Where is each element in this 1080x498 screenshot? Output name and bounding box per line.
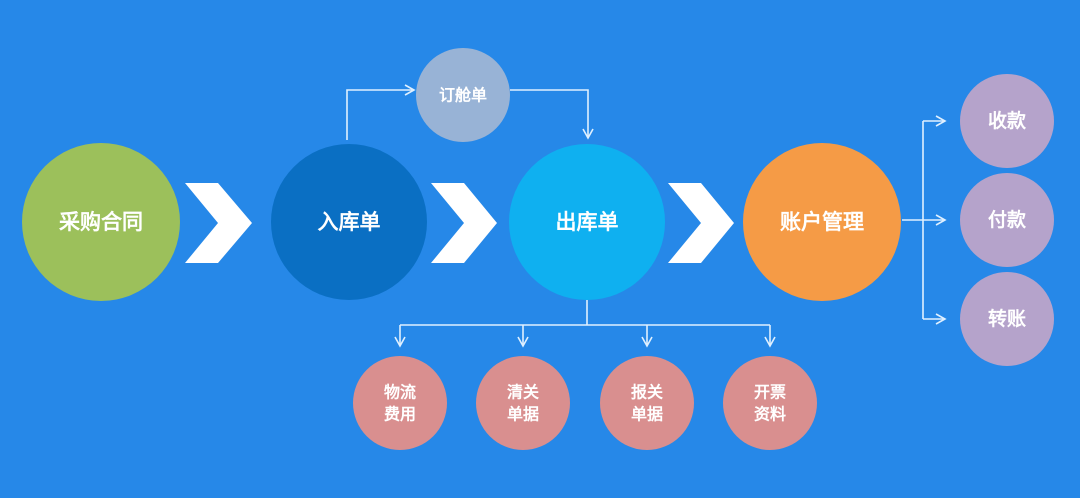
node-clearance-documents[interactable]: 清关 单据 [476,356,570,450]
chevron-arrow-icon [431,183,497,263]
node-label: 订舱单 [439,86,487,105]
node-label: 入库单 [318,210,381,234]
node-label: 转账 [988,307,1026,330]
node-label: 出库单 [556,210,619,234]
node-label-line1: 清关 [507,383,539,402]
node-account-management[interactable]: 账户管理 [743,143,901,301]
node-inbound-order[interactable]: 入库单 [271,144,427,300]
node-logistics-cost[interactable]: 物流 费用 [353,356,447,450]
node-label-line2: 费用 [384,405,416,424]
node-label-line2: 单据 [507,405,539,424]
node-declaration-documents[interactable]: 报关 单据 [600,356,694,450]
node-label: 收款 [988,109,1027,132]
node-purchase-contract[interactable]: 采购合同 [22,143,180,301]
node-label-line1: 开票 [754,383,786,402]
node-label: 账户管理 [780,210,864,234]
node-label: 付款 [988,208,1027,231]
connector-inbound-to-booking [346,84,416,140]
node-make-payment[interactable]: 付款 [960,173,1054,267]
node-label-line2: 单据 [631,405,663,424]
node-label-line2: 资料 [754,405,786,424]
connector-booking-to-outbound [510,89,594,140]
chevron-arrow-icon [185,183,252,263]
chevron-arrow-icon [668,183,734,263]
node-booking-order[interactable]: 订舱单 [416,48,510,142]
node-label-line1: 报关 [631,383,663,402]
node-outbound-order[interactable]: 出库单 [509,144,665,300]
node-invoice-materials[interactable]: 开票 资料 [723,356,817,450]
node-receive-payment[interactable]: 收款 [960,74,1054,168]
node-label-line1: 物流 [384,383,416,402]
node-label: 采购合同 [59,210,143,234]
node-transfer[interactable]: 转账 [960,272,1054,366]
